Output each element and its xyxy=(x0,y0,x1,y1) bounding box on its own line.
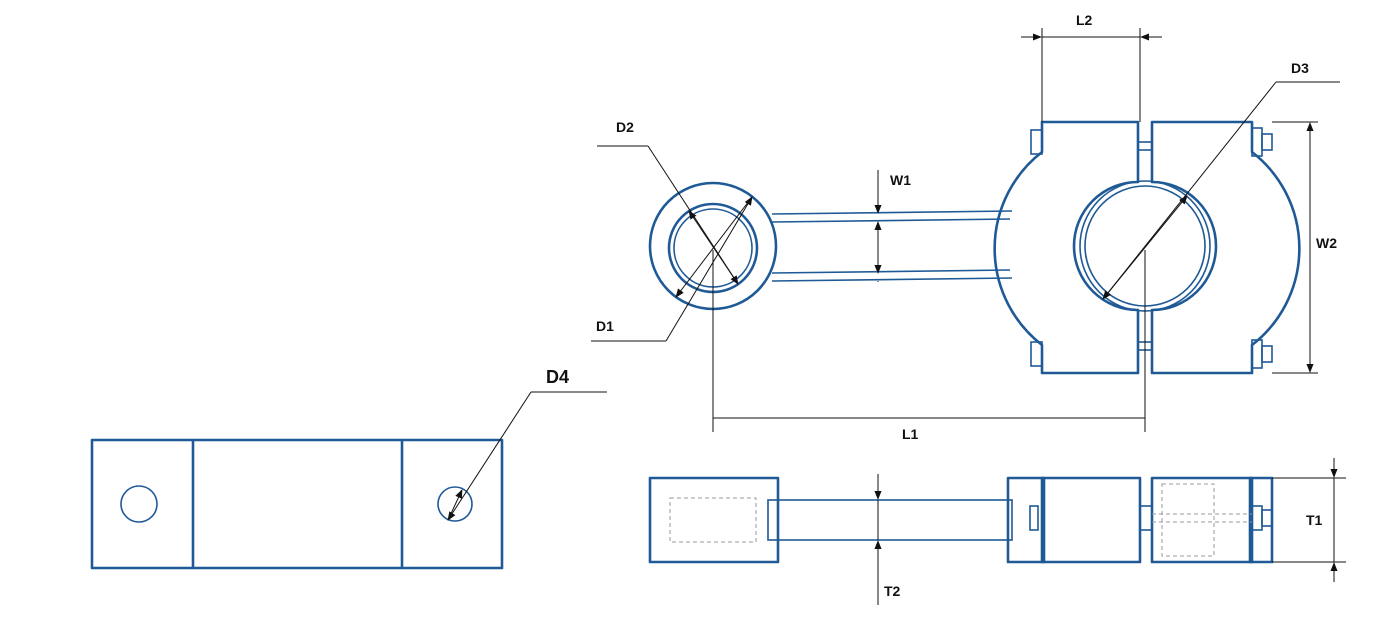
d3-leader xyxy=(1102,81,1277,300)
d4-dimension: D4 xyxy=(447,367,607,521)
w1-dimension: W1 xyxy=(874,170,911,282)
bolt-head-top-left xyxy=(1030,129,1043,155)
l1-label: L1 xyxy=(902,426,919,442)
w2-dimension: W2 xyxy=(1272,121,1337,374)
connecting-arms xyxy=(771,210,1013,282)
d1-leader xyxy=(665,196,753,342)
plate-hole-right xyxy=(437,486,473,522)
d2-dimension: D2 xyxy=(597,119,739,285)
d1-label: D1 xyxy=(596,318,614,334)
t2-dimension: T2 xyxy=(874,474,901,605)
plate-view: D4 xyxy=(90,367,607,570)
clamp-side-left-flange xyxy=(1006,476,1046,564)
t1-dimension: T1 xyxy=(1272,458,1346,582)
d4-leader xyxy=(447,391,532,521)
t2-label: T2 xyxy=(884,583,901,599)
d3-dimension: D3 xyxy=(1102,60,1340,300)
clamp-side-right xyxy=(1150,476,1254,564)
side-view: T1 T2 xyxy=(648,458,1346,605)
l2-dimension: L2 xyxy=(1021,12,1162,122)
clamp-side-left xyxy=(1040,476,1142,564)
w2-label: W2 xyxy=(1316,235,1337,251)
d4-label: D4 xyxy=(546,367,569,387)
plate-outline xyxy=(90,438,504,570)
plate-hole-left xyxy=(120,485,158,523)
arm-side xyxy=(767,499,1013,541)
bolt-head-bottom-left xyxy=(1030,341,1043,367)
d1-dimension: D1 xyxy=(591,196,753,342)
top-view: D1 D2 D3 W1 W2 xyxy=(591,12,1340,442)
clamp-half-left xyxy=(993,120,1140,375)
d4-arrow-inner xyxy=(447,489,463,521)
ring-bore-hidden xyxy=(669,497,757,543)
d3-label: D3 xyxy=(1291,60,1309,76)
t1-label: T1 xyxy=(1306,512,1323,528)
ring-side xyxy=(648,476,780,564)
l2-label: L2 xyxy=(1076,12,1093,28)
clamp-half-right xyxy=(1150,120,1301,375)
l1-dimension: L1 xyxy=(713,417,1145,442)
d2-label: D2 xyxy=(616,119,634,135)
w1-label: W1 xyxy=(890,172,911,188)
clamp-side-right-flange xyxy=(1248,476,1274,564)
